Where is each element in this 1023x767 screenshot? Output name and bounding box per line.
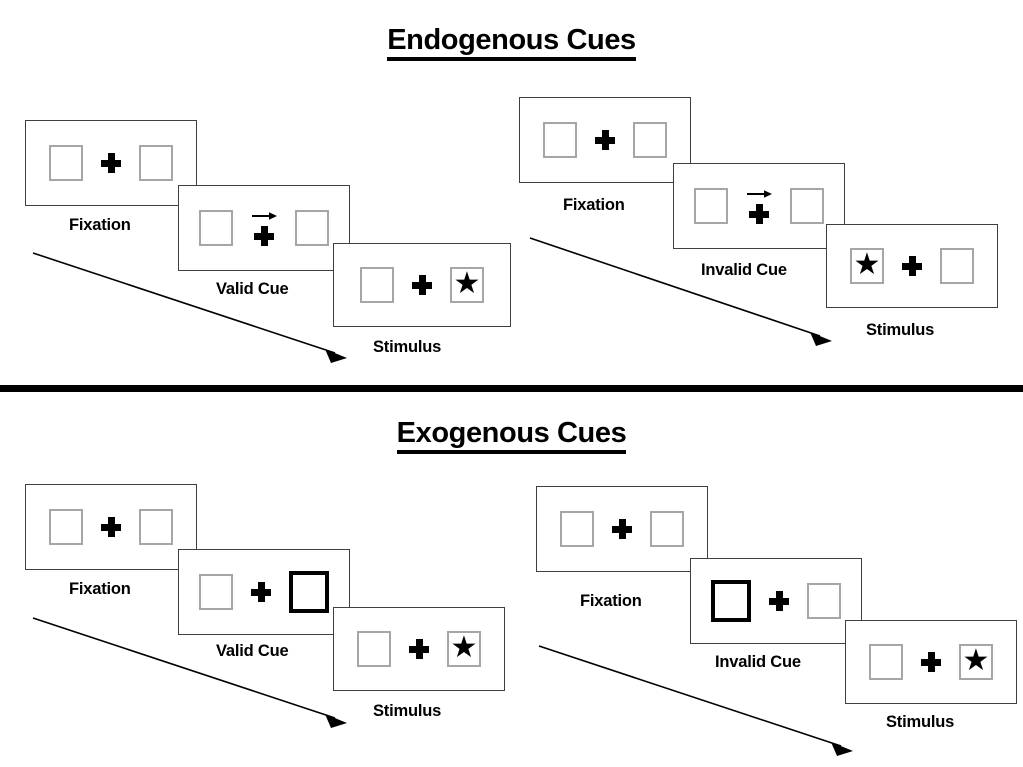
panel-exogenous-valid-cue[interactable] bbox=[178, 549, 350, 635]
caption-exogenous-invalid-fixation: Fixation bbox=[580, 592, 642, 610]
panel-content bbox=[49, 145, 173, 181]
stimulus-box-left bbox=[357, 631, 391, 667]
caption-exogenous-valid-stimulus: Stimulus bbox=[373, 702, 442, 720]
panel-endogenous-valid-cue[interactable] bbox=[178, 185, 350, 271]
stimulus-box-left bbox=[199, 210, 233, 246]
panel-content: ★ bbox=[357, 631, 481, 667]
stimulus-box-right bbox=[807, 583, 841, 619]
right-arrow-icon bbox=[252, 212, 277, 220]
panel-exogenous-invalid-fixation[interactable] bbox=[536, 486, 708, 572]
panel-endogenous-valid-fixation[interactable] bbox=[25, 120, 197, 206]
stimulus-box-left bbox=[560, 511, 594, 547]
panel-exogenous-valid-stimulus[interactable]: ★ bbox=[333, 607, 505, 691]
star-target-icon: ★ bbox=[450, 631, 478, 664]
stimulus-box-left-cued bbox=[711, 580, 751, 622]
panel-content bbox=[560, 511, 684, 547]
panel-exogenous-invalid-stimulus[interactable]: ★ bbox=[845, 620, 1017, 704]
caption-exogenous-valid-cue: Valid Cue bbox=[216, 642, 289, 660]
stimulus-box-left bbox=[360, 267, 394, 303]
caption-endogenous-valid-fixation: Fixation bbox=[69, 216, 131, 234]
fixation-cross-icon bbox=[412, 275, 432, 295]
panel-content bbox=[543, 122, 667, 158]
panel-content bbox=[199, 210, 329, 246]
stimulus-box-right bbox=[139, 145, 173, 181]
panel-endogenous-invalid-cue[interactable] bbox=[673, 163, 845, 249]
panel-endogenous-invalid-fixation[interactable] bbox=[519, 97, 691, 183]
fixation-cross-icon bbox=[595, 130, 615, 150]
caption-endogenous-invalid-fixation: Fixation bbox=[563, 196, 625, 214]
star-target-icon: ★ bbox=[962, 644, 990, 677]
stimulus-box-right bbox=[940, 248, 974, 284]
panel-content: ★ bbox=[360, 267, 484, 303]
panel-endogenous-valid-stimulus[interactable]: ★ bbox=[333, 243, 511, 327]
fixation-cross-icon bbox=[254, 226, 274, 246]
flow-arrow-exogenous-invalid bbox=[538, 645, 853, 756]
stimulus-box-right bbox=[295, 210, 329, 246]
panel-endogenous-invalid-stimulus[interactable]: ★ bbox=[826, 224, 998, 308]
panel-exogenous-valid-fixation[interactable] bbox=[25, 484, 197, 570]
stimulus-box-left bbox=[543, 122, 577, 158]
fixation-cross-icon bbox=[409, 639, 429, 659]
caption-endogenous-invalid-cue: Invalid Cue bbox=[701, 261, 787, 279]
caption-endogenous-valid-stimulus: Stimulus bbox=[373, 338, 442, 356]
caption-endogenous-invalid-stimulus: Stimulus bbox=[866, 321, 935, 339]
caption-exogenous-invalid-cue: Invalid Cue bbox=[715, 653, 801, 671]
star-target-icon: ★ bbox=[453, 267, 481, 300]
endogenous-arrow-cue bbox=[251, 210, 277, 246]
panel-content bbox=[711, 580, 841, 622]
fixation-cross-icon bbox=[902, 256, 922, 276]
panel-content: ★ bbox=[869, 644, 993, 680]
endogenous-arrow-cue bbox=[746, 188, 772, 224]
panel-content bbox=[49, 509, 173, 545]
stimulus-box-left bbox=[869, 644, 903, 680]
fixation-cross-icon bbox=[612, 519, 632, 539]
section-divider bbox=[0, 385, 1023, 392]
stimulus-box-left bbox=[49, 509, 83, 545]
section-title-exogenous-text: Exogenous Cues bbox=[396, 417, 627, 454]
stimulus-box-right-target: ★ bbox=[447, 631, 481, 667]
caption-endogenous-valid-cue: Valid Cue bbox=[216, 280, 289, 298]
fixation-cross-icon bbox=[101, 153, 121, 173]
stimulus-box-left bbox=[199, 574, 233, 610]
section-title-endogenous-text: Endogenous Cues bbox=[387, 24, 636, 61]
panel-content bbox=[694, 188, 824, 224]
fixation-cross-icon bbox=[769, 591, 789, 611]
panel-content: ★ bbox=[850, 248, 974, 284]
right-arrow-icon bbox=[747, 190, 772, 198]
stimulus-box-right bbox=[790, 188, 824, 224]
stimulus-box-left-target: ★ bbox=[850, 248, 884, 284]
stimulus-box-right-target: ★ bbox=[450, 267, 484, 303]
stimulus-box-left bbox=[694, 188, 728, 224]
fixation-cross-icon bbox=[101, 517, 121, 537]
fixation-cross-icon bbox=[921, 652, 941, 672]
stimulus-box-right bbox=[650, 511, 684, 547]
section-title-endogenous: Endogenous Cues bbox=[0, 24, 1023, 61]
stimulus-box-left bbox=[49, 145, 83, 181]
stimulus-box-right bbox=[139, 509, 173, 545]
section-title-exogenous: Exogenous Cues bbox=[0, 417, 1023, 454]
stimulus-box-right-cued bbox=[289, 571, 329, 613]
caption-exogenous-invalid-stimulus: Stimulus bbox=[886, 713, 955, 731]
caption-exogenous-valid-fixation: Fixation bbox=[69, 580, 131, 598]
panel-content bbox=[199, 571, 329, 613]
panel-exogenous-invalid-cue[interactable] bbox=[690, 558, 862, 644]
fixation-cross-icon bbox=[749, 204, 769, 224]
stimulus-box-right-target: ★ bbox=[959, 644, 993, 680]
fixation-cross-icon bbox=[251, 582, 271, 602]
star-target-icon: ★ bbox=[853, 248, 881, 281]
stimulus-box-right bbox=[633, 122, 667, 158]
